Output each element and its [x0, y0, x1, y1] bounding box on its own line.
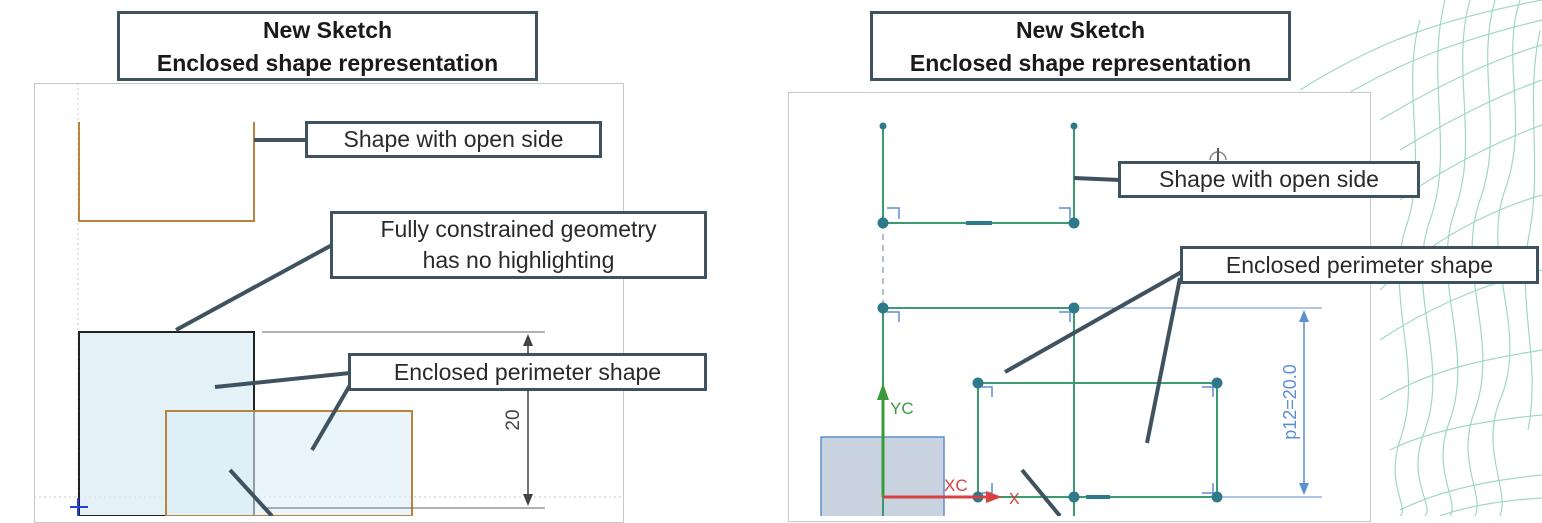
left-leader-enclosed-1	[214, 371, 351, 389]
right-leader-open-side	[1073, 176, 1121, 182]
right-axis-yc-arrow	[877, 383, 889, 400]
left-dimension-label: 20	[503, 409, 524, 430]
left-callout-constrained-line2: has no highlighting	[422, 247, 615, 273]
right-leader-enclosed-2	[1145, 277, 1182, 444]
right-callout-open-side: Shape with open side	[1118, 161, 1420, 198]
left-enclosed-rectangle	[165, 410, 413, 516]
right-axis-yc-label: YC	[890, 399, 914, 418]
left-callout-constrained-line1: Fully constrained geometry	[380, 216, 657, 242]
right-open-shape	[882, 126, 1075, 224]
right-leader-bottom	[1020, 468, 1062, 516]
right-callout-open-side-text: Shape with open side	[1159, 166, 1379, 192]
right-leader-enclosed-1	[1004, 268, 1186, 374]
left-callout-constrained: Fully constrained geometry has no highli…	[330, 211, 707, 279]
right-dimension-arrow-bottom	[1299, 483, 1309, 495]
left-leader-bottom	[228, 468, 274, 516]
right-title-line2: Enclosed shape representation	[909, 50, 1252, 76]
left-callout-open-side: Shape with open side	[305, 121, 602, 158]
right-axis-xc-arrow	[986, 491, 1002, 503]
left-dimension-arrow-bottom	[523, 494, 533, 506]
left-leader-enclosed-2	[310, 383, 352, 452]
right-axis-x-label: X	[1009, 491, 1020, 508]
right-axis-xc-label: XC	[944, 476, 968, 495]
right-callout-enclosed-text: Enclosed perimeter shape	[1225, 252, 1494, 278]
right-inner-rectangle	[977, 382, 1218, 498]
left-open-shape	[78, 122, 255, 222]
right-callout-enclosed: Enclosed perimeter shape	[1180, 246, 1539, 284]
right-perpendicular-markers	[887, 207, 1214, 494]
right-title-box: New Sketch Enclosed shape representation	[870, 11, 1291, 81]
left-title-box: New Sketch Enclosed shape representation	[117, 11, 538, 81]
left-callout-enclosed: Enclosed perimeter shape	[348, 353, 707, 391]
left-callout-enclosed-text: Enclosed perimeter shape	[393, 359, 662, 385]
right-dimension-label: p12=20.0	[1280, 364, 1300, 440]
left-title-line2: Enclosed shape representation	[156, 50, 499, 76]
left-callout-open-side-text: Shape with open side	[343, 126, 564, 152]
left-dimension-arrow-top	[523, 334, 533, 346]
right-dimension-arrow-top	[1299, 310, 1309, 322]
right-title-line1: New Sketch	[1015, 17, 1146, 43]
left-title-line1: New Sketch	[262, 17, 393, 43]
left-leader-constrained	[175, 243, 333, 332]
